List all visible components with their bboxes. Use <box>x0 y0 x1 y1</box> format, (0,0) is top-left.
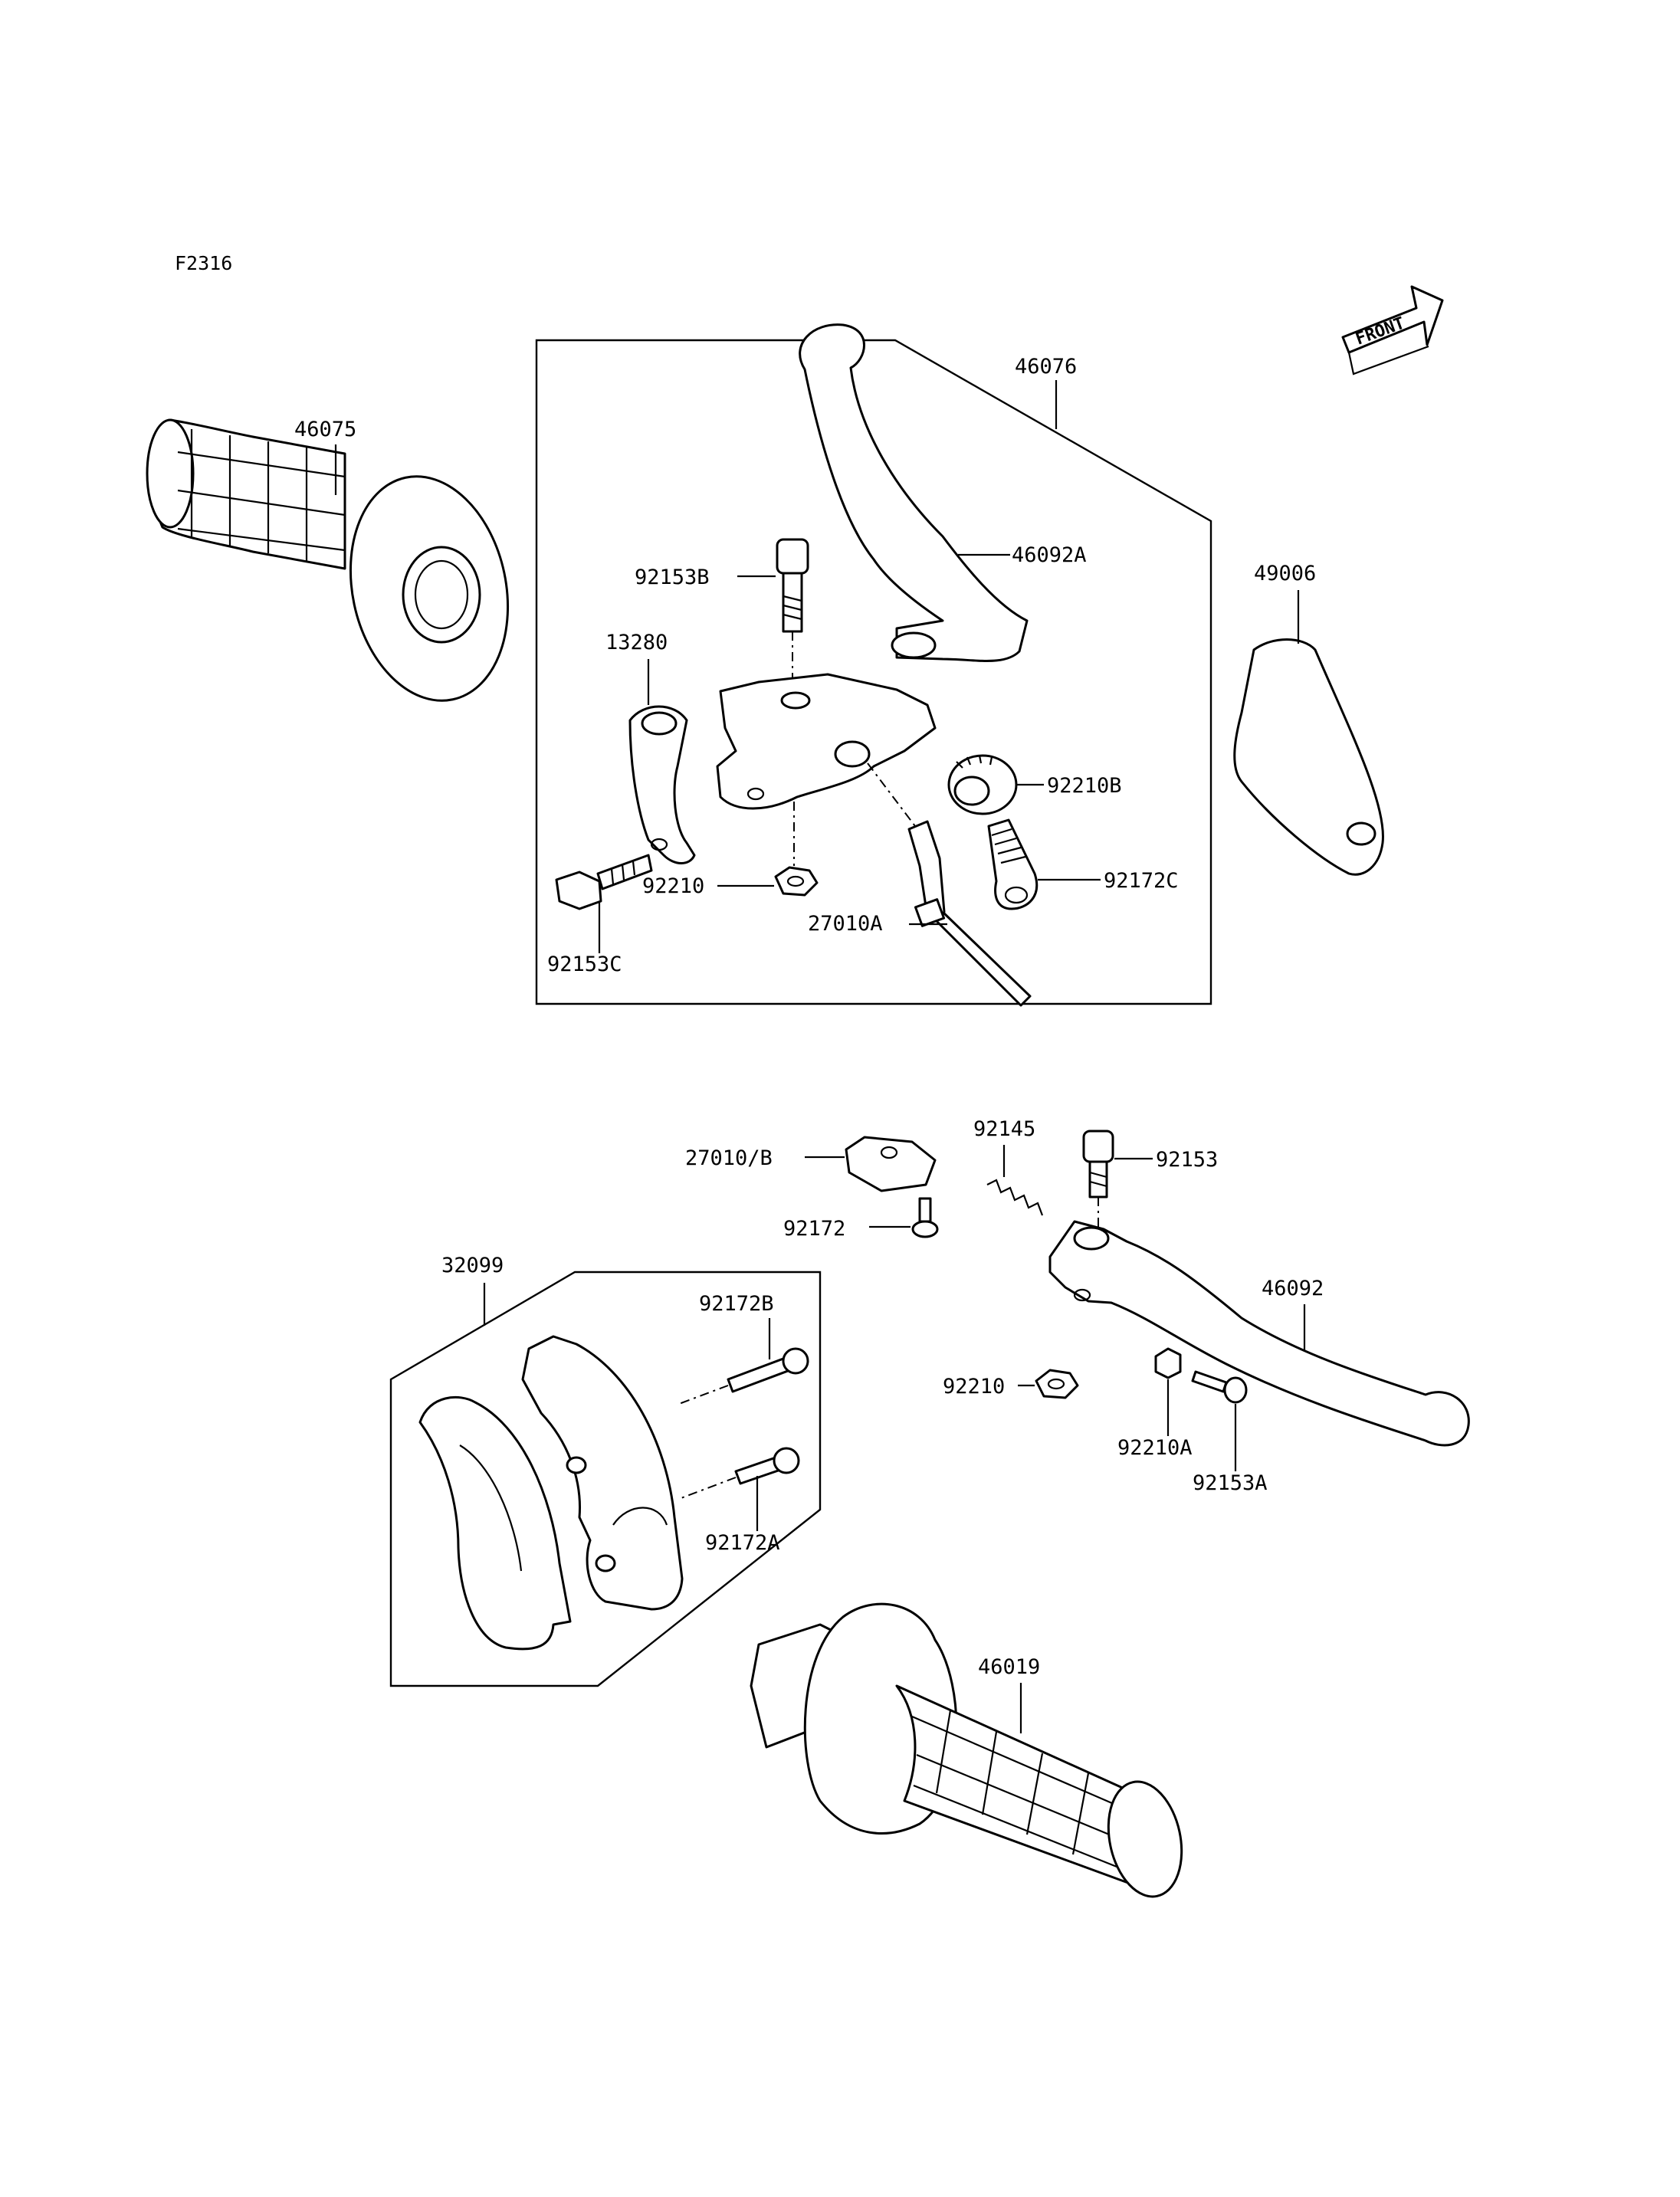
front-arrow-icon: FRONT <box>1341 285 1444 375</box>
label-92172C: 92172C <box>1104 869 1179 893</box>
label-92210: 92210 <box>642 874 704 898</box>
label-92153: 92153 <box>1156 1148 1218 1172</box>
label-46019: 46019 <box>978 1655 1040 1679</box>
bolt-92153C <box>555 854 653 910</box>
housing-half-left <box>418 1395 572 1651</box>
locknut-92210B <box>947 754 1018 815</box>
label-92172: 92172 <box>783 1217 845 1241</box>
label-13280: 13280 <box>605 631 668 654</box>
label-27010A: 27010A <box>808 912 883 936</box>
screw-92172B <box>678 1347 809 1405</box>
spring-92145 <box>986 1179 1044 1216</box>
label-46076: 46076 <box>1015 355 1077 379</box>
label-92210-lower: 92210 <box>943 1375 1005 1399</box>
lever-holder <box>716 673 937 866</box>
label-46092A: 46092A <box>1012 543 1087 567</box>
front-label: FRONT <box>1354 313 1408 349</box>
bracket-13280 <box>628 705 696 864</box>
lever-46092 <box>1048 1220 1470 1447</box>
label-92145: 92145 <box>973 1117 1035 1141</box>
label-92153C: 92153C <box>547 953 622 976</box>
cable-27010A <box>907 820 1032 1007</box>
bolt-92153A <box>1191 1370 1248 1404</box>
grip-46075 <box>146 418 510 702</box>
label-32099: 32099 <box>441 1254 504 1277</box>
label-46075: 46075 <box>294 418 356 441</box>
figure-code: F2316 <box>175 252 232 274</box>
screw-92172A <box>678 1447 800 1500</box>
guard-49006 <box>1233 638 1384 876</box>
housing-half-right <box>521 1335 684 1611</box>
switch-27010B <box>845 1136 937 1192</box>
bolt-92153B <box>776 538 809 690</box>
screw-92172 <box>911 1197 939 1238</box>
nut-92210 <box>774 866 819 897</box>
label-92210A: 92210A <box>1117 1436 1193 1460</box>
bolt-92153 <box>1082 1130 1114 1237</box>
throttle-grip-46019 <box>750 1602 1183 1898</box>
label-46092: 46092 <box>1262 1277 1324 1300</box>
label-92172A: 92172A <box>705 1531 780 1555</box>
label-27010B: 27010/B <box>685 1146 773 1170</box>
label-92210B: 92210B <box>1047 774 1122 798</box>
throttle-housing-frame <box>389 1271 822 1687</box>
nut-92210-lower <box>1035 1369 1079 1399</box>
label-49006: 49006 <box>1254 562 1316 585</box>
adjuster-92172C <box>987 818 1039 910</box>
lever-46092A <box>799 323 1029 662</box>
label-92153A: 92153A <box>1193 1471 1268 1495</box>
label-92172B: 92172B <box>699 1292 774 1316</box>
nut-92210A <box>1154 1347 1182 1379</box>
label-92153B: 92153B <box>635 566 710 589</box>
